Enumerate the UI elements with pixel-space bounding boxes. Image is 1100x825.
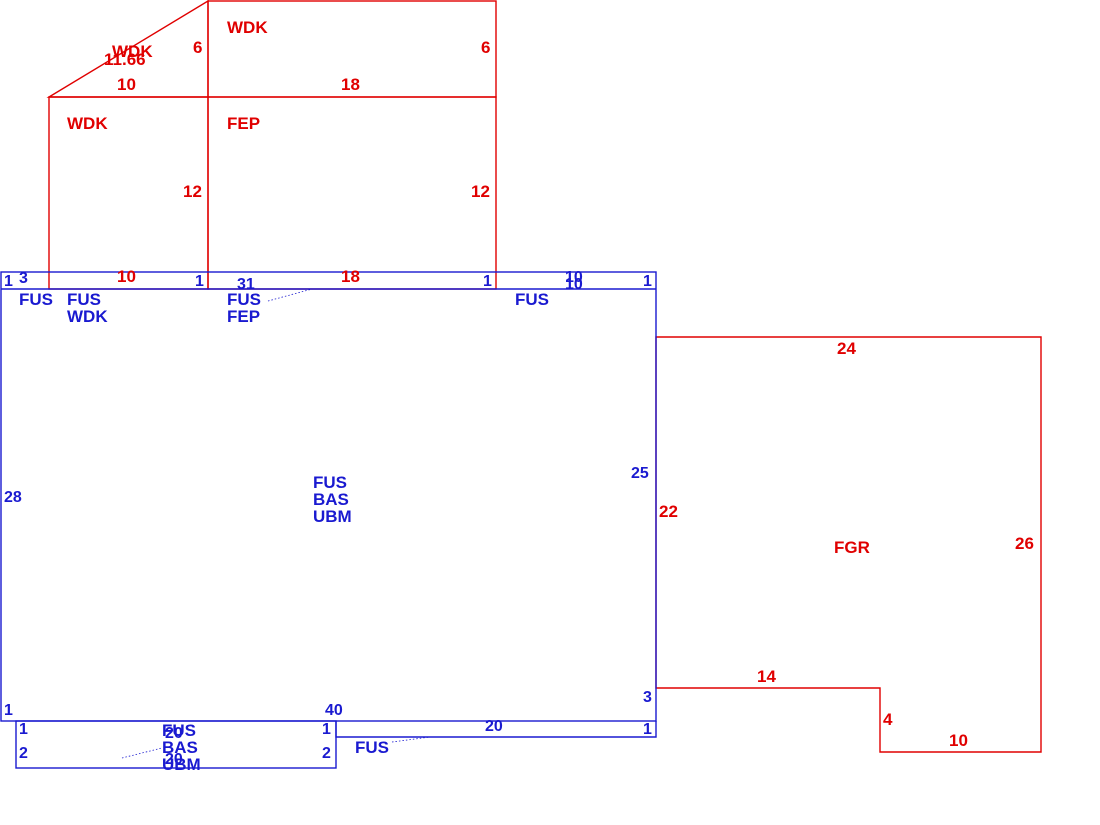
area-label-main-fus-center: FUS [313,473,347,492]
area-label-fep: FEP [227,114,260,133]
dim-label-right-25: 25 [631,465,649,482]
area-label-bottom-fus: FUS [162,721,196,740]
area-label-main-fus-wdk: FUS [67,290,101,309]
leader-line-bottom [121,747,163,759]
dim-label-right-1: 1 [483,273,492,290]
dim-label-wdk-top-bottom: 18 [341,75,360,94]
dim-label-right-10a: 10 [565,269,583,286]
dim-label-right-10b: 10 [565,276,583,293]
dim-label-wdk-corner-top: 10 [117,75,136,94]
dim-label-sub-1b: 1 [322,721,331,738]
dim-label-bl-1: 1 [4,702,13,719]
area-label-main-fep: FEP [227,307,260,326]
bottom-bump-outline [15,720,337,769]
area-label-main-fus-left: FUS [19,290,53,309]
leader-line-bottom-right [391,736,431,743]
dim-label-br-1: 1 [643,721,652,738]
dim-label-bottom-40: 40 [325,702,343,719]
area-label-wdk-corner: WDK [112,42,153,61]
dim-label-sub-2a: 2 [19,745,28,762]
upper-level-outlines [46,0,497,290]
area-label-main-wdk: WDK [67,307,108,326]
dim-label-wdk-left-side: 12 [183,182,202,201]
area-label-main-fus-fep: FUS [227,290,261,309]
area-label-fgr: FGR [834,538,870,557]
area-label-wdk-top: WDK [227,18,268,37]
dim-label-diagonal: 11.66 [104,50,146,69]
bottom-right-strip-outline [335,721,657,738]
leader-line-fep [267,288,313,302]
dim-label-sub-20: 20 [165,725,183,742]
dim-label-wdk-corner-side: 6 [193,38,202,57]
dim-label-sub-2b: 2 [322,745,331,762]
dim-label-fep-bottom: 18 [341,267,360,286]
area-label-bottom-right-fus: FUS [355,738,389,757]
area-label-main-ubm-center: UBM [313,507,352,526]
dim-label-wdk-top-right: 6 [481,38,490,57]
dim-label-br-20: 20 [485,718,503,735]
area-label-main-bas-center: BAS [313,490,349,509]
area-label-bottom-ubm: UBM [162,755,201,774]
area-label-bottom-bas: BAS [162,738,198,757]
main-level-outlines [0,271,657,769]
dim-label-fgr-top: 24 [837,339,856,358]
area-label-main-fus-right: FUS [515,290,549,309]
dim-label-wdk-left-bottom: 10 [117,267,136,286]
dim-label-tl-1: 1 [4,273,13,290]
dim-label-fgr-right: 26 [1015,534,1034,553]
dim-label-sub-1a: 1 [19,721,28,738]
dim-label-fgr-bottom: 10 [949,731,968,750]
dim-label-sub-20b: 20 [165,751,183,768]
dim-label-fgr-step-side: 4 [883,710,893,729]
dim-label-fgr-left: 22 [659,502,678,521]
dim-label-left-28: 28 [4,489,22,506]
dim-label-mid-31: 31 [237,276,255,293]
dim-label-far-right-1: 1 [643,273,652,290]
dim-label-fep-side: 12 [471,182,490,201]
dim-label-mid-1: 1 [195,273,204,290]
area-label-wdk-left: WDK [67,114,108,133]
dim-label-tl-3: 3 [19,270,28,287]
dim-label-right-3: 3 [643,689,652,706]
dim-label-fgr-step-top: 14 [757,667,776,686]
